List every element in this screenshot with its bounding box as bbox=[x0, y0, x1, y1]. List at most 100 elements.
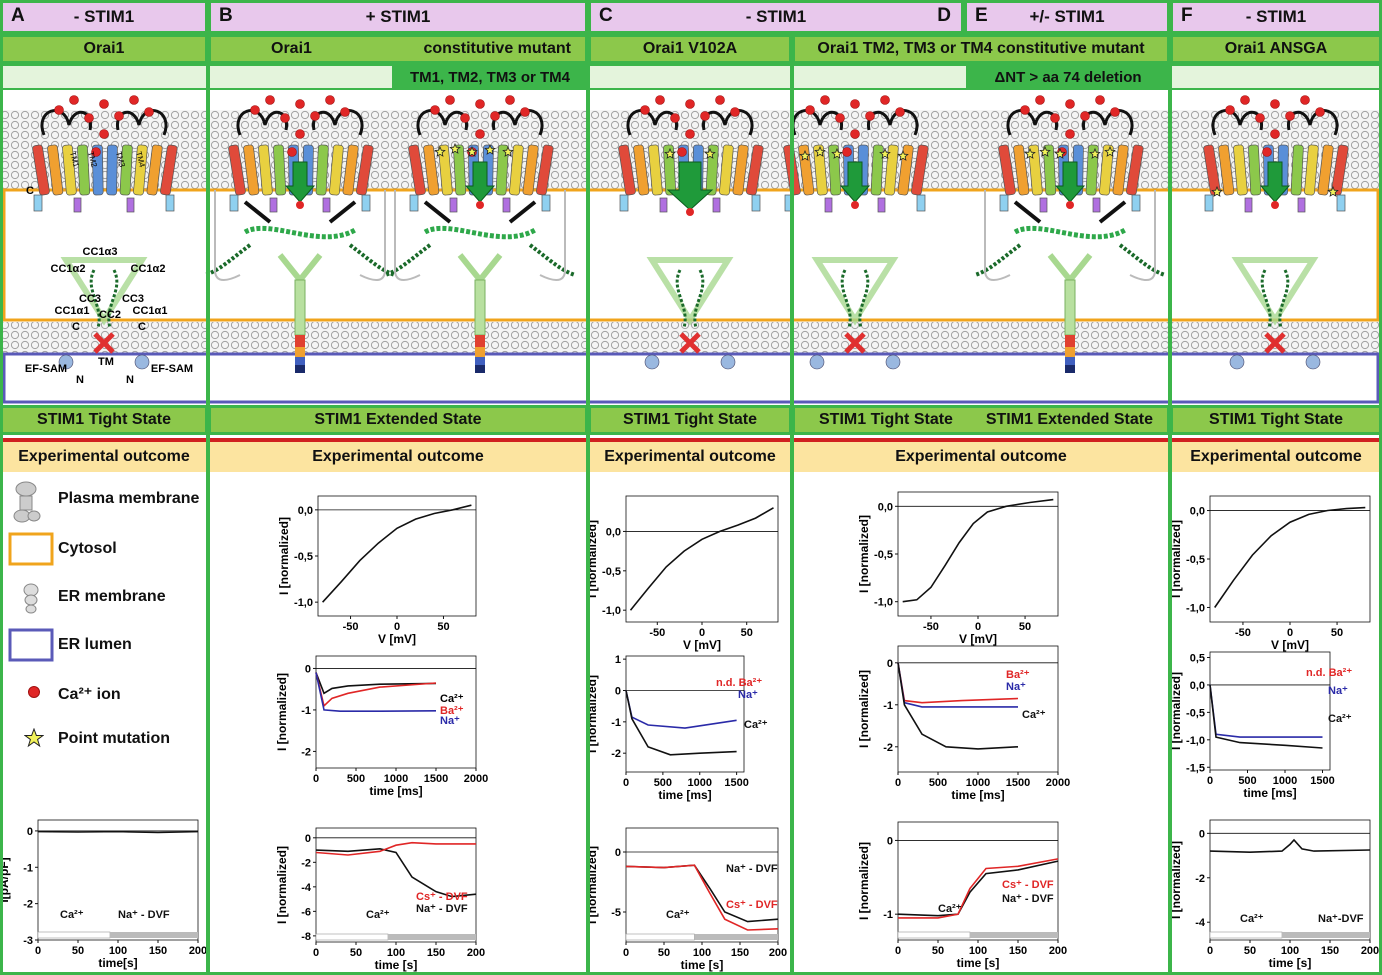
point-mutation-star bbox=[897, 149, 909, 161]
panel-letter-e: E bbox=[975, 5, 988, 26]
condition-b: + STIM1 bbox=[365, 7, 431, 26]
state-f: STIM1 Tight State bbox=[1170, 405, 1382, 435]
outcome-a: Experimental outcome bbox=[0, 438, 208, 472]
y-tick-label: -0,5 bbox=[294, 551, 313, 563]
x-tick-label: 1500 bbox=[424, 773, 448, 785]
y-tick-label: 1 bbox=[615, 654, 621, 666]
x-tick-label: 200 bbox=[1049, 945, 1067, 957]
panel-cd-header: C - STIM1 D bbox=[588, 0, 964, 34]
plot-frame bbox=[625, 827, 779, 943]
tm-helix-label: TM4 bbox=[134, 150, 147, 168]
y-tick-label: -4 bbox=[301, 882, 312, 894]
coupling-arrow bbox=[1098, 200, 1127, 224]
solution-bar bbox=[388, 934, 476, 940]
x-tick-label: 1500 bbox=[724, 777, 748, 789]
ca-ion bbox=[1065, 129, 1075, 139]
plot-frame bbox=[625, 655, 745, 773]
y-tick-label: -1 bbox=[611, 717, 621, 729]
chart-annotation: Na⁺-DVF bbox=[1318, 913, 1364, 925]
tm-helix-label: TM2 bbox=[86, 150, 99, 168]
point-mutation-star bbox=[434, 145, 446, 157]
y-tick-label: -0,5 bbox=[602, 566, 621, 578]
series-line bbox=[315, 672, 437, 695]
x-tick-label: 100 bbox=[969, 945, 987, 957]
y-tick-label: -1,0 bbox=[294, 597, 313, 609]
solution-bar bbox=[897, 931, 971, 939]
y-tick-label: 0 bbox=[305, 833, 311, 845]
ca-ion bbox=[1110, 107, 1120, 117]
y-tick-label: -2 bbox=[301, 746, 311, 758]
point-mutation-star bbox=[1211, 185, 1223, 197]
ca-ion bbox=[1271, 201, 1279, 209]
chart-annotation: Na⁺ - DVF bbox=[416, 903, 468, 915]
diagram-label: CC2 bbox=[99, 309, 121, 321]
stim1-tight bbox=[809, 257, 901, 370]
x-tick-label: 1000 bbox=[384, 773, 408, 785]
point-mutation-star bbox=[1327, 185, 1339, 197]
y-tick-label: -3 bbox=[23, 935, 33, 947]
cross-mark bbox=[1264, 332, 1286, 354]
x-tick-label: 50 bbox=[350, 947, 362, 959]
y-tick-label: 0 bbox=[887, 835, 893, 847]
column-divider bbox=[1168, 0, 1172, 975]
x-tick-label: 0 bbox=[975, 621, 981, 633]
point-mutation-star bbox=[831, 147, 843, 159]
legend-item: ER lumen bbox=[6, 626, 206, 666]
ca-ion bbox=[1255, 113, 1265, 123]
series-line bbox=[315, 672, 437, 712]
diagram-label: C bbox=[26, 185, 34, 197]
y-tick-label: -1,0 bbox=[874, 597, 893, 609]
series-line bbox=[1209, 684, 1323, 738]
plot-frame bbox=[37, 819, 199, 941]
x-axis-label: time [ms] bbox=[658, 788, 711, 802]
ca-ion bbox=[310, 111, 320, 121]
y-tick-label: -2 bbox=[301, 857, 311, 869]
ca-ion bbox=[430, 105, 440, 115]
legend-item: Ca²⁺ ion bbox=[6, 676, 206, 712]
x-axis-label: V [mV] bbox=[378, 632, 416, 646]
condition-a: - STIM1 bbox=[73, 7, 135, 26]
condition-c: - STIM1 bbox=[745, 7, 807, 26]
ca-ion bbox=[715, 95, 725, 105]
y-tick-label: -0,5 bbox=[874, 549, 893, 561]
y-tick-label: -2 bbox=[1195, 873, 1205, 885]
y-tick-label: 0,0 bbox=[1190, 506, 1205, 518]
x-tick-label: 50 bbox=[1019, 621, 1031, 633]
ef-sam-domain bbox=[885, 354, 901, 370]
plot-frame bbox=[317, 495, 477, 617]
orai1-channel bbox=[783, 95, 929, 213]
cytosol-box-icon bbox=[8, 532, 54, 566]
x-tick-label: 50 bbox=[741, 627, 753, 639]
diagram-label: CC1α1 bbox=[133, 305, 168, 317]
y-axis-label: I[pA/pF] bbox=[0, 857, 11, 902]
panel-e-header: E +/- STIM1 bbox=[964, 0, 1170, 34]
ca-ion bbox=[820, 95, 830, 105]
x-tick-label: 500 bbox=[654, 777, 672, 789]
chart-annotation: Na⁺ bbox=[1328, 685, 1348, 697]
ca-ion bbox=[1240, 95, 1250, 105]
x-tick-label: 150 bbox=[1009, 945, 1027, 957]
ca-ion bbox=[805, 105, 815, 115]
panel-b-header: B + STIM1 bbox=[208, 0, 588, 34]
chart-annotation: Na⁺ - DVF bbox=[726, 863, 778, 875]
series-line bbox=[1209, 838, 1371, 854]
orai1-channel bbox=[408, 95, 554, 213]
protein-d: Orai1 TM2, TM3 or TM4 constitutive mutan… bbox=[792, 34, 1170, 64]
y-tick-label: -4 bbox=[1195, 917, 1206, 929]
y-axis-label: I [normalized] bbox=[1169, 841, 1183, 919]
y-axis-label: I [normalized] bbox=[857, 842, 871, 920]
cross-mark bbox=[844, 332, 866, 354]
series-line bbox=[902, 498, 1054, 603]
y-tick-label: 0 bbox=[615, 685, 621, 697]
ca-ion bbox=[520, 107, 530, 117]
orai1-channel bbox=[32, 95, 178, 213]
plot-frame bbox=[897, 491, 1059, 617]
solution-bar bbox=[110, 932, 198, 938]
x-tick-label: 0 bbox=[1207, 775, 1213, 787]
chart-annotation: Ca²⁺ bbox=[366, 909, 390, 921]
